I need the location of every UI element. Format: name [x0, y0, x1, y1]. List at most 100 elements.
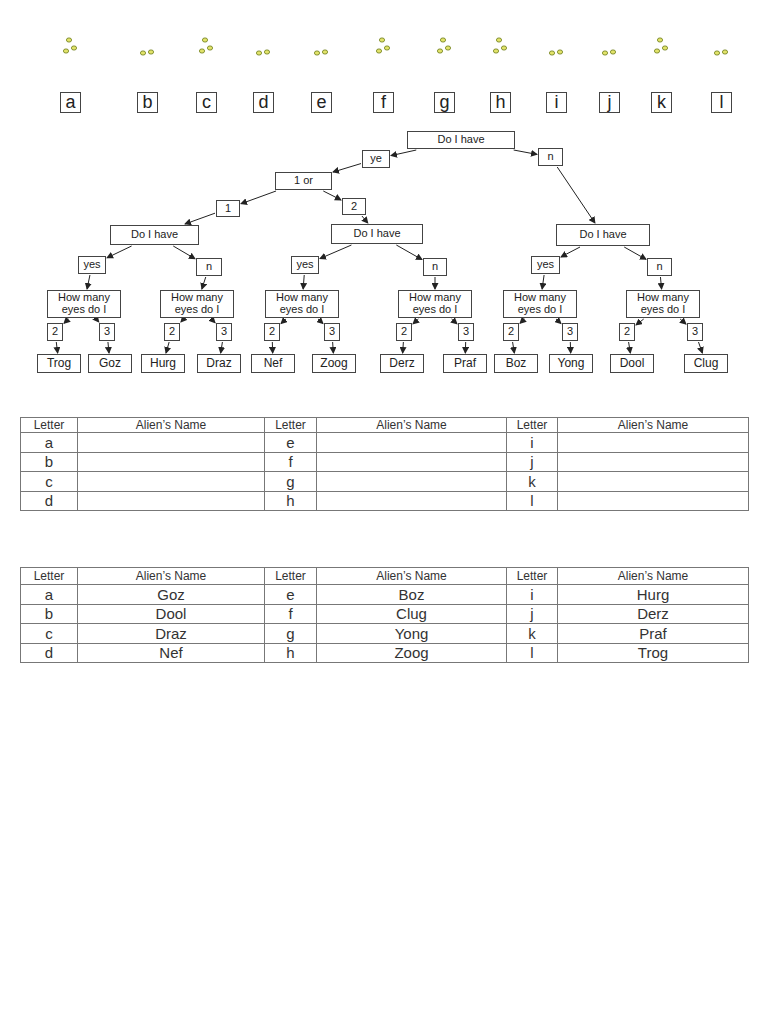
tree-arrow: [362, 216, 368, 223]
node-text: n: [206, 261, 212, 273]
table-cell: Letter: [264, 567, 317, 585]
letter-box: a: [60, 92, 81, 113]
decision-box: 3: [324, 323, 340, 341]
node-text: Goz: [99, 357, 121, 370]
alien-eyes: [549, 50, 562, 55]
table-text: c: [45, 473, 53, 490]
letter-box: k: [651, 92, 672, 113]
tree-arrow: [542, 275, 544, 289]
table-cell: [557, 432, 749, 453]
tree-arrow: [320, 245, 351, 259]
tree-arrow: [166, 342, 169, 353]
table-cell: j: [506, 604, 558, 625]
table-text: a: [45, 586, 53, 603]
table-cell: [557, 491, 749, 512]
tree-arrow: [332, 342, 334, 353]
node-text: 2: [52, 326, 58, 338]
table-cell: Goz: [77, 584, 265, 605]
name-box: Praf: [443, 354, 487, 373]
table-text: b: [45, 453, 53, 470]
table-cell: [77, 452, 265, 473]
table-cell: i: [506, 432, 558, 453]
table-cell: Zoog: [316, 643, 507, 664]
node-text: f: [381, 93, 386, 112]
table-text: d: [45, 492, 53, 509]
node-text: Praf: [454, 357, 476, 370]
node-text: Do I have: [579, 229, 626, 241]
decision-box: Do I have: [331, 224, 423, 244]
node-text: yes: [537, 259, 554, 271]
decision-box: How many eyes do I: [47, 290, 121, 318]
tree-arrow: [561, 247, 580, 257]
table-cell: Nef: [77, 643, 265, 664]
node-text: k: [657, 93, 666, 112]
decision-box: How many eyes do I: [160, 290, 234, 318]
decision-box: n: [196, 258, 222, 276]
decision-box: How many eyes do I: [265, 290, 339, 318]
table-text: Praf: [639, 625, 667, 642]
table-cell: l: [506, 643, 558, 664]
node-text: 3: [692, 326, 698, 338]
decision-box: How many eyes do I: [503, 290, 577, 318]
node-text: 3: [221, 326, 227, 338]
letter-box: l: [711, 92, 732, 113]
decision-box: Do I have: [110, 225, 199, 245]
table-cell: [77, 471, 265, 492]
node-text: 2: [169, 326, 175, 338]
name-box: Hurg: [141, 354, 185, 373]
letter-box: d: [253, 92, 274, 113]
tree-arrow: [570, 342, 571, 353]
tree-arrow: [241, 191, 276, 204]
alien-eyes: [63, 38, 76, 53]
table-cell: Clug: [316, 604, 507, 625]
tree-arrow: [624, 247, 646, 259]
name-box: Yong: [549, 354, 593, 373]
node-text: Do I have: [131, 229, 178, 241]
node-text: How many eyes do I: [163, 292, 231, 315]
tree-arrow: [181, 319, 184, 322]
node-text: j: [608, 93, 612, 112]
name-box: Boz: [494, 354, 538, 373]
tree-arrow: [108, 342, 109, 353]
tree-arrow: [435, 277, 436, 289]
tree-arrow: [629, 342, 631, 353]
node-text: Zoog: [320, 357, 347, 370]
table-text: c: [45, 625, 53, 642]
tree-arrow: [323, 191, 341, 200]
node-text: Do I have: [353, 228, 400, 240]
node-text: Clug: [694, 357, 719, 370]
table-text: j: [530, 453, 533, 470]
tree-arrow: [96, 319, 98, 322]
table-text: e: [286, 586, 294, 603]
table-text: Draz: [155, 625, 187, 642]
table-cell: Alien’s Name: [316, 567, 507, 585]
decision-box: 2: [47, 323, 63, 341]
table-header: Alien’s Name: [618, 569, 688, 583]
decision-box: 1: [216, 200, 240, 217]
table-cell: h: [264, 643, 317, 664]
table-cell: b: [20, 452, 78, 473]
node-text: c: [202, 93, 211, 112]
tree-arrow: [452, 319, 457, 324]
table-cell: k: [506, 471, 558, 492]
table-text: Goz: [157, 586, 185, 603]
table-cell: [557, 471, 749, 492]
node-text: 3: [329, 326, 335, 338]
decision-box: yes: [78, 256, 106, 274]
table-text: k: [528, 625, 536, 642]
table-text: f: [288, 453, 292, 470]
table-cell: Letter: [20, 567, 78, 585]
decision-box: 2: [396, 323, 412, 341]
table-cell: f: [264, 604, 317, 625]
decision-box: n: [423, 258, 447, 276]
table-cell: [316, 471, 507, 492]
name-box: Clug: [684, 354, 728, 373]
tree-arrow: [272, 342, 273, 353]
table-header: Letter: [34, 569, 65, 583]
node-text: Derz: [389, 357, 414, 370]
name-box: Dool: [610, 354, 654, 373]
table-cell: l: [506, 491, 558, 512]
node-text: g: [439, 93, 449, 112]
letter-box: g: [434, 92, 455, 113]
table-cell: Derz: [557, 604, 749, 625]
